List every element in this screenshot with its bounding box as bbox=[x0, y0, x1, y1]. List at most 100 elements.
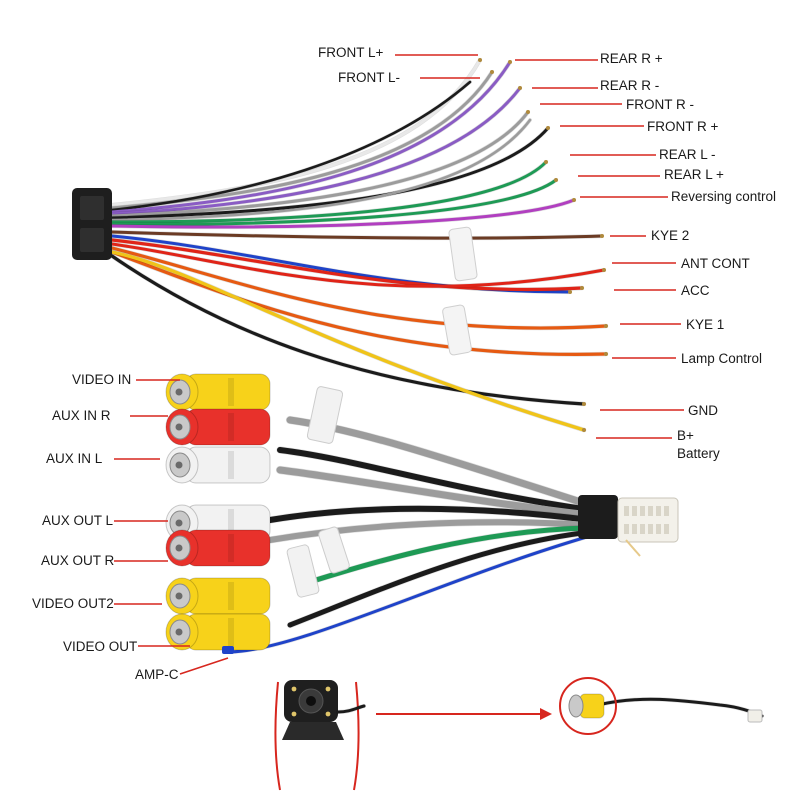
harness-wire-7 bbox=[110, 118, 532, 222]
wire-tip-2 bbox=[508, 60, 512, 64]
wire-tip-0 bbox=[478, 58, 482, 62]
connector-slot-bottom bbox=[80, 228, 104, 252]
rca-plug-pin-3 bbox=[175, 519, 183, 527]
harness-wire-9 bbox=[110, 178, 558, 226]
label-ant-cont: ANT CONT bbox=[681, 256, 750, 271]
connector-pin-bottom-2 bbox=[640, 524, 645, 534]
label-rear-r-minus: REAR R - bbox=[600, 78, 660, 93]
camera-led-1 bbox=[325, 686, 331, 692]
connector-pin-top-5 bbox=[664, 506, 669, 516]
harness-wire-11 bbox=[110, 230, 604, 240]
wire-tip-5 bbox=[546, 126, 550, 130]
cable-tag-2 bbox=[442, 304, 472, 356]
wire-tip-6 bbox=[544, 160, 548, 164]
harness-wire-10 bbox=[110, 198, 576, 229]
label-gnd: GND bbox=[688, 403, 718, 418]
connector-pin-bottom-5 bbox=[664, 524, 669, 534]
label-front-r-minus: FRONT R - bbox=[626, 97, 694, 112]
rca-plug-grip-4 bbox=[228, 534, 234, 562]
label-video-in: VIDEO IN bbox=[72, 372, 132, 387]
camera-lens-center bbox=[306, 696, 316, 706]
rca-harness-connector bbox=[617, 497, 679, 543]
wire-tip-15 bbox=[582, 402, 586, 406]
label-aux-out-r: AUX OUT R bbox=[41, 553, 115, 568]
label-b-plus: B+ bbox=[677, 428, 694, 443]
camera-cable bbox=[336, 704, 366, 714]
harness-wire-5 bbox=[110, 110, 530, 218]
label-acc: ACC bbox=[681, 283, 710, 298]
harness-wire-1-shadow bbox=[109, 69, 495, 211]
label-aux-in-l: AUX IN L bbox=[46, 451, 103, 466]
tag-video-in bbox=[306, 386, 344, 444]
label-rear-l-minus: REAR L - bbox=[659, 147, 716, 162]
harness-wire-2 bbox=[110, 80, 472, 212]
label-lamp-control: Lamp Control bbox=[681, 351, 763, 366]
camera-bracket-right bbox=[353, 681, 360, 791]
connector-pin-top-4 bbox=[656, 506, 661, 516]
harness-wire-14 bbox=[110, 242, 606, 288]
rca-cable-6 bbox=[287, 529, 593, 628]
cable-tag-1 bbox=[448, 226, 478, 282]
rca-plug-pin-0 bbox=[175, 388, 183, 396]
harness-wire-18 bbox=[110, 250, 586, 432]
label-rear-l-plus: REAR L + bbox=[664, 167, 724, 182]
connector-pin-top-0 bbox=[624, 506, 629, 516]
wire-tip-4 bbox=[526, 110, 530, 114]
label-kye-1: KYE 1 bbox=[686, 317, 725, 332]
wire-tip-11 bbox=[580, 286, 584, 290]
rca-cable-3 bbox=[267, 505, 593, 523]
rca-plug-grip-0 bbox=[228, 378, 234, 406]
camera-bracket-left bbox=[274, 681, 281, 791]
wire-tip-10 bbox=[568, 290, 572, 294]
label-front-l-plus: FRONT L+ bbox=[318, 45, 384, 60]
harness-wire-17 bbox=[110, 254, 586, 406]
rca-cable-4 bbox=[267, 519, 593, 543]
harness-wire-3 bbox=[110, 60, 512, 214]
wire-tip-14 bbox=[604, 352, 608, 356]
tag-acc bbox=[318, 526, 350, 574]
harness-wire-4 bbox=[110, 86, 522, 216]
wire-tip-13 bbox=[604, 324, 608, 328]
rca-plug-grip-5 bbox=[228, 582, 234, 610]
camera-led-3 bbox=[325, 711, 331, 717]
label-rear-r-plus: REAR R + bbox=[600, 51, 663, 66]
wire-tip-12 bbox=[602, 268, 606, 272]
harness-wire-13 bbox=[110, 238, 584, 292]
connector-pin-top-3 bbox=[648, 506, 653, 516]
rca-plug-pin-2 bbox=[175, 461, 183, 469]
camera-mini-connector bbox=[747, 709, 763, 723]
rca-plug-grip-2 bbox=[228, 451, 234, 479]
rca-plug-grip-6 bbox=[228, 618, 234, 646]
label-aux-in-r: AUX IN R bbox=[52, 408, 111, 423]
harness-wire-1 bbox=[110, 70, 494, 210]
connector-pin-bottom-1 bbox=[632, 524, 637, 534]
rca-cable-1 bbox=[277, 447, 593, 513]
camera-rca-highlight bbox=[559, 677, 617, 735]
harness-wire-8 bbox=[110, 160, 548, 224]
rca-plug-pin-5 bbox=[175, 592, 183, 600]
label-front-l-minus: FRONT L- bbox=[338, 70, 401, 85]
label-aux-out-l: AUX OUT L bbox=[42, 513, 114, 528]
connector-pin-top-2 bbox=[640, 506, 645, 516]
amp-c-end bbox=[222, 646, 234, 654]
rca-plug-pin-1 bbox=[175, 423, 183, 431]
rca-plug-grip-1 bbox=[228, 413, 234, 441]
label-video-out2: VIDEO OUT2 bbox=[32, 596, 114, 611]
rca-plug-pin-4 bbox=[175, 544, 183, 552]
rca-plug-grip-3 bbox=[228, 509, 234, 537]
connector-pin-bottom-0 bbox=[624, 524, 629, 534]
connector-pin-top-1 bbox=[632, 506, 637, 516]
wire-tip-7 bbox=[554, 178, 558, 182]
label-battery: Battery bbox=[677, 446, 720, 461]
connector-lead bbox=[625, 539, 641, 557]
camera-rca-tip bbox=[568, 694, 584, 718]
leader-left-7 bbox=[179, 657, 229, 675]
camera-rca-cable bbox=[596, 697, 764, 718]
label-reversing-control: Reversing control bbox=[671, 189, 777, 204]
rca-cable-2 bbox=[276, 466, 594, 519]
wire-tip-1 bbox=[490, 70, 494, 74]
harness-wire-4-shadow bbox=[109, 85, 523, 217]
camera-led-2 bbox=[291, 711, 297, 717]
